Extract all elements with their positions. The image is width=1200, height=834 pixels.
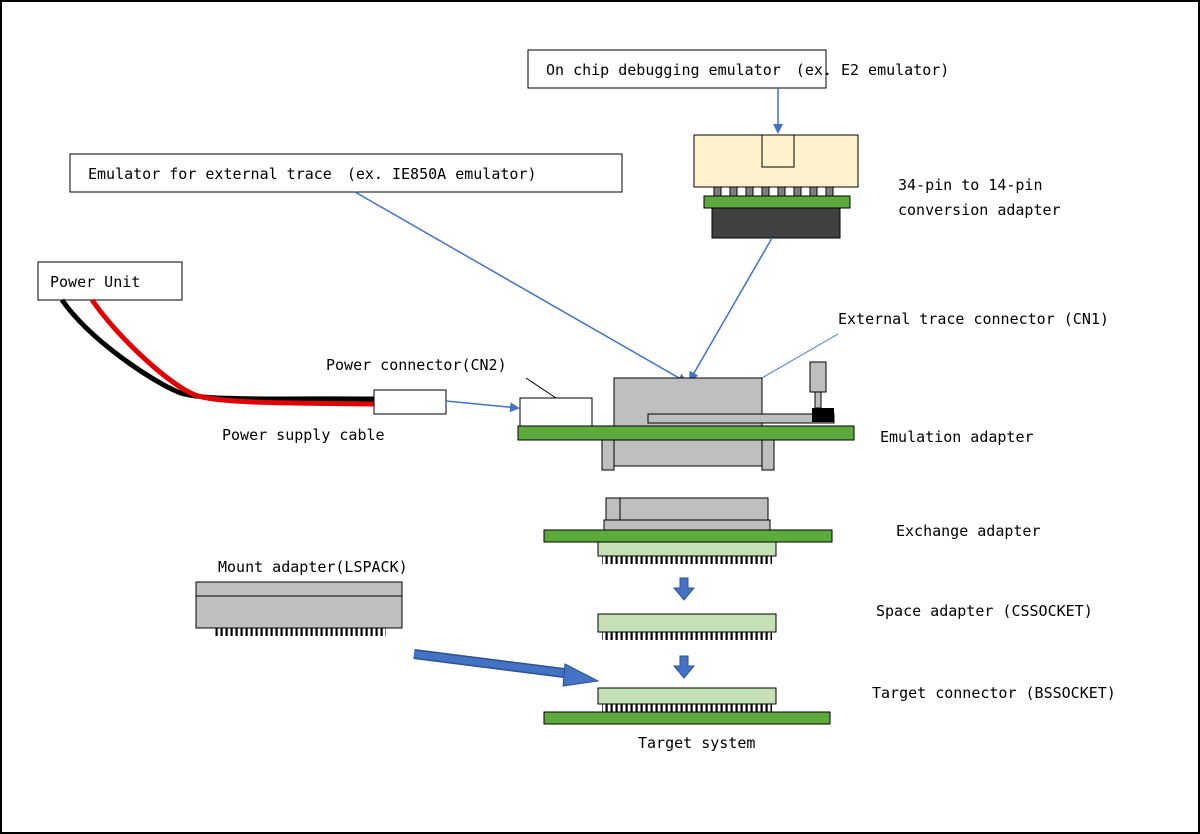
down-arrow-1 [672,577,696,601]
emulation-adapter-pcb [517,425,855,441]
down-arrow-2 [672,655,696,679]
trace-emulator-arrow [354,191,688,383]
target-system-label: Target system [638,734,755,752]
cn2-leader-line [525,377,557,399]
conversion-adapter-pcb [703,195,851,209]
conversion-adapter-label-line1: 34-pin to 14-pin [898,176,1043,194]
on-chip-emulator-box [527,49,827,89]
external-trace-connector-label: External trace connector (CN1) [838,310,1109,328]
conversion-adapter-socket [761,134,795,168]
target-system-pcb [543,711,831,725]
space-adapter-body [597,613,777,633]
exchange-adapter-socket [597,541,777,557]
cn1-leader-line [761,333,839,379]
exchange-adapter-top-base [603,519,771,531]
mount-adapter-top [195,581,403,597]
space-adapter-pins [602,632,772,640]
emulation-adapter-label: Emulation adapter [880,428,1034,446]
cable-black-wire [59,298,376,402]
exchange-adapter-top-connector [611,497,769,521]
mount-adapter-arrow [413,649,600,687]
space-adapter-label: Space adapter (CSSOCKET) [876,602,1093,620]
target-connector-pins [602,704,772,712]
target-connector-body [597,687,777,705]
power-supply-cable-label: Power supply cable [222,426,385,444]
mount-adapter-pins [214,628,386,636]
power-connector-cn2 [519,397,593,427]
external-trace-emulator-box [69,153,623,193]
exchange-adapter-pins [602,556,772,564]
power-unit-label: Power Unit [50,273,140,291]
exchange-adapter-pcb [543,529,833,543]
cable-red-wire [89,298,376,407]
on-chip-emulator-label: On chip debugging emulator (ex. E2 emula… [546,61,949,79]
conversion-adapter-pins [713,186,834,197]
cn1-standoff [809,361,834,422]
emulation-adapter-right-lug [761,439,775,471]
power-unit-box [37,261,183,301]
mount-adapter-label: Mount adapter(LSPACK) [218,558,408,576]
conversion-adapter-arrow [688,237,773,382]
target-connector-label: Target connector (BSSOCKET) [872,684,1116,702]
emulation-adapter-left-lug [601,439,615,471]
conversion-adapter-label-line2: conversion adapter [898,201,1061,219]
power-connector-label: Power connector(CN2) [326,356,507,374]
external-trace-emulator-label: Emulator for external trace (ex. IE850A … [88,165,536,183]
emulation-adapter-bottom-connector [611,439,769,467]
mount-adapter-body [195,595,403,629]
exchange-adapter-top-lug [605,497,621,521]
cable-plug [373,389,447,415]
conversion-adapter-base [711,207,841,239]
exchange-adapter-label: Exchange adapter [896,522,1041,540]
cable-to-cn2-arrow [445,400,520,413]
cn1-plate [647,413,835,424]
